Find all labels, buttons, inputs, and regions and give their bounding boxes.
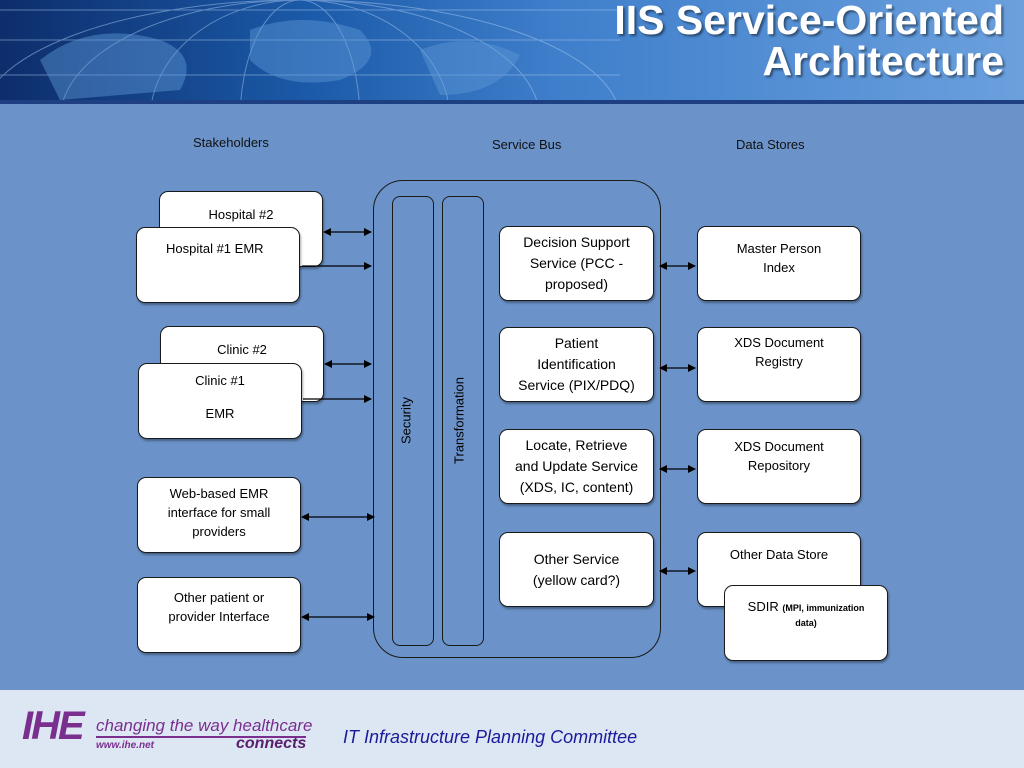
locate-line-1: Locate, Retrieve: [525, 437, 628, 453]
clinic-2-label: Clinic #2: [217, 342, 267, 357]
clinic-1-label-line-1: Clinic #1: [195, 373, 245, 388]
hospital-2-label: Hospital #2: [208, 207, 274, 222]
tagline-underline: [96, 736, 306, 738]
ihe-url: www.ihe.net: [96, 740, 154, 751]
service-other: Other Service (yellow card?): [499, 532, 654, 607]
web-emr-line-2: interface for small: [167, 505, 271, 520]
store-sdir: SDIR (MPI, immunization data): [724, 585, 888, 661]
hospital-1-label: Hospital #1 EMR: [166, 241, 264, 256]
pix-line-3: Service (PIX/PDQ): [518, 377, 635, 393]
column-heading-service-bus: Service Bus: [492, 137, 562, 152]
mpi-line-1: Master Person: [736, 241, 822, 256]
title-line-1: IIS Service-Oriented: [614, 0, 1004, 43]
service-bus-container: [373, 180, 661, 658]
decision-line-1: Decision Support: [523, 234, 630, 250]
security-lane: [392, 196, 434, 646]
column-heading-stakeholders: Stakeholders: [193, 135, 269, 150]
web-emr-line-1: Web-based EMR: [169, 486, 269, 501]
committee-name: IT Infrastructure Planning Committee: [343, 727, 638, 747]
ihe-tagline: changing the way healthcare: [96, 716, 313, 735]
header-banner: IIS Service-Oriented Architecture: [0, 0, 1024, 102]
decision-line-3: proposed): [544, 276, 609, 292]
decision-line-2: Service (PCC -: [529, 255, 624, 271]
footer: IHE changing the way healthcare www.ihe.…: [0, 690, 1024, 768]
sdir-label: SDIR: [747, 599, 779, 614]
web-emr-line-3: providers: [192, 524, 246, 539]
ihe-logo: IHE: [22, 704, 85, 748]
pix-line-1: Patient: [554, 335, 599, 351]
globe-graphic: [0, 0, 620, 102]
mpi-line-2: Index: [763, 260, 795, 275]
service-patient-identification: Patient Identification Service (PIX/PDQ): [499, 327, 654, 402]
service-locate-retrieve: Locate, Retrieve and Update Service (XDS…: [499, 429, 654, 504]
store-master-person-index: Master Person Index: [697, 226, 861, 301]
registry-line-2: Registry: [755, 354, 803, 369]
stakeholder-clinic-1: Clinic #1 EMR: [138, 363, 302, 439]
registry-line-1: XDS Document: [734, 335, 824, 350]
service-decision-support: Decision Support Service (PCC - proposed…: [499, 226, 654, 301]
other-interface-line-2: provider Interface: [168, 609, 270, 624]
sdir-detail-line-1: (MPI, immunization: [782, 603, 865, 613]
pix-line-2: Identification: [537, 356, 616, 372]
ihe-connects: connects: [236, 735, 307, 752]
other-store-label: Other Data Store: [729, 547, 829, 562]
store-xds-registry: XDS Document Registry: [697, 327, 861, 402]
title-line-2: Architecture: [762, 38, 1004, 84]
clinic-1-label-line-2: EMR: [205, 406, 235, 421]
other-interface-line-1: Other patient or: [173, 590, 265, 605]
other-service-line-1: Other Service: [533, 550, 620, 567]
transformation-lane: [442, 196, 484, 646]
store-xds-repository: XDS Document Repository: [697, 429, 861, 504]
sdir-detail-line-2: data): [795, 618, 817, 628]
stakeholder-web-emr: Web-based EMR interface for small provid…: [137, 477, 301, 553]
repository-line-1: XDS Document: [734, 439, 824, 454]
column-heading-data-stores: Data Stores: [736, 137, 805, 152]
security-label: Security: [398, 397, 414, 444]
transformation-label: Transformation: [451, 377, 467, 464]
repository-line-2: Repository: [747, 458, 811, 473]
stakeholder-other-interface: Other patient or provider Interface: [137, 577, 301, 653]
locate-line-2: and Update Service: [515, 458, 638, 474]
locate-line-3: (XDS, IC, content): [519, 479, 634, 495]
header-divider: [0, 100, 1024, 104]
stakeholder-hospital-1: Hospital #1 EMR: [136, 227, 300, 303]
page-title: IIS Service-Oriented Architecture: [444, 0, 1004, 82]
other-service-line-2: (yellow card?): [532, 571, 621, 588]
